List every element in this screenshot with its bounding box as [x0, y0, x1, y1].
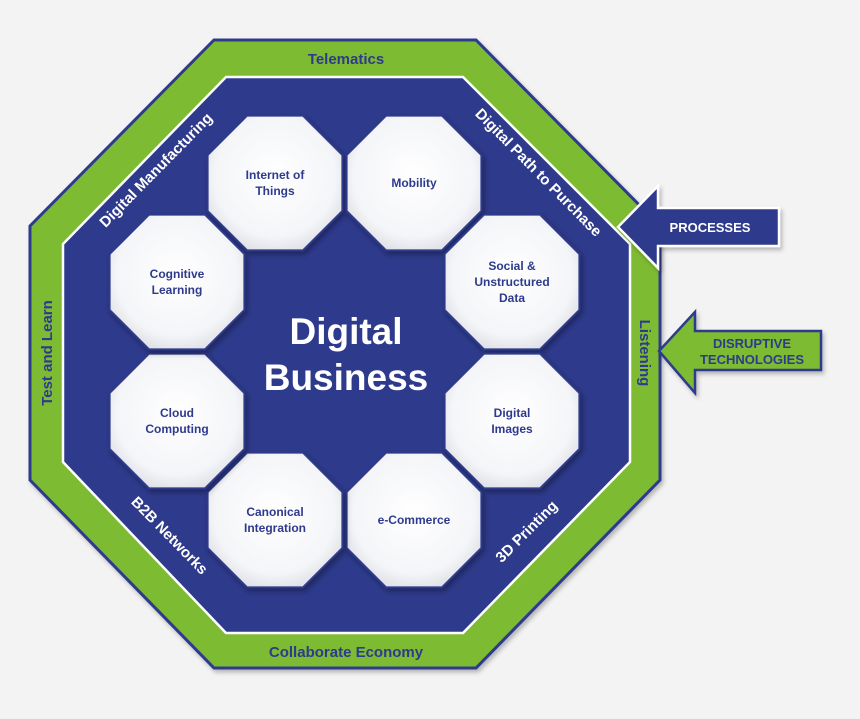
node-e-commerce: e-Commerce	[345, 451, 483, 589]
node-shape	[443, 352, 581, 490]
node-label: Canonical	[246, 505, 303, 519]
ring-label-left: Test and Learn	[39, 300, 56, 406]
ring-label-right: Listening	[636, 320, 653, 387]
node-shape	[345, 114, 483, 252]
node-shape	[108, 352, 246, 490]
node-label: Mobility	[391, 176, 437, 190]
node-shape	[206, 114, 344, 252]
node-label: e-Commerce	[378, 513, 451, 527]
node-label: Cognitive	[150, 267, 205, 281]
node-label: Cloud	[160, 406, 194, 420]
ring-label-bottom: Collaborate Economy	[269, 644, 424, 661]
arrow-label-line: TECHNOLOGIES	[700, 352, 804, 367]
ring-label-top: Telematics	[308, 51, 384, 68]
processes-arrow: PROCESSES	[616, 182, 781, 272]
node-label: Social &	[488, 259, 536, 273]
arrow-label-line: DISRUPTIVE	[713, 336, 791, 351]
node-mobility: Mobility	[345, 114, 483, 252]
node-label: Things	[255, 184, 295, 198]
center-title-line2: Business	[264, 357, 429, 398]
node-label: Computing	[145, 422, 208, 436]
node-label: Internet of	[246, 168, 306, 182]
node-internet-of-things: Internet of Things	[206, 114, 344, 252]
node-label: Learning	[152, 283, 203, 297]
node-shape	[206, 451, 344, 589]
processes-arrow-label: PROCESSES	[670, 220, 751, 235]
node-label: Unstructured	[474, 275, 549, 289]
node-shape	[345, 451, 483, 589]
node-label: Data	[499, 291, 525, 305]
node-label: Integration	[244, 521, 306, 535]
center-title-line1: Digital	[289, 311, 402, 352]
node-label: Images	[491, 422, 533, 436]
arrow-label-line: PROCESSES	[670, 220, 751, 235]
node-shape	[108, 213, 246, 351]
node-shape	[443, 213, 581, 351]
node-label: Digital	[494, 406, 531, 420]
